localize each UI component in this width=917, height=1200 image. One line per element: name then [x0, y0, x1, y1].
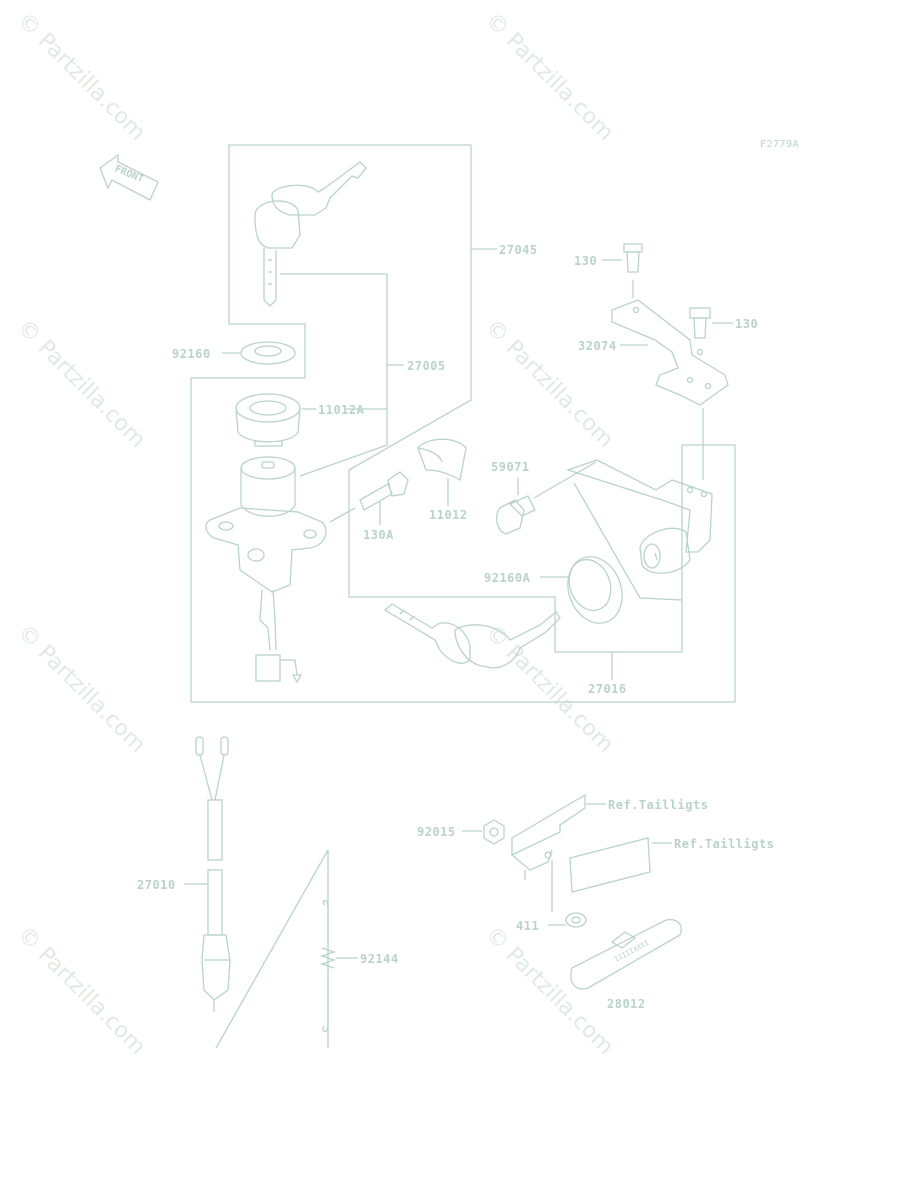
key-set-bottom	[383, 603, 561, 669]
part-label-27005[interactable]: 27005	[407, 359, 446, 373]
part-label-59071[interactable]: 59071	[491, 460, 530, 474]
washer-411	[565, 912, 587, 928]
cap-11012a	[235, 393, 301, 447]
cover-11012	[417, 438, 467, 482]
taillight-bracket	[511, 793, 651, 893]
part-label-28012[interactable]: 28012	[607, 997, 646, 1011]
part-label-92160a[interactable]: 92160A	[484, 571, 531, 585]
part-label-130-right[interactable]: 130	[735, 317, 759, 331]
part-label-130a[interactable]: 130A	[363, 528, 394, 542]
bolt-130-right	[689, 307, 711, 339]
svg-text:IIIIIXXXI: IIIIIXXXI	[613, 939, 650, 964]
part-label-92144[interactable]: 92144	[360, 952, 399, 966]
bracket-32074	[611, 299, 729, 406]
part-label-92015[interactable]: 92015	[417, 825, 456, 839]
spring-92144	[319, 899, 337, 1033]
part-label-27010[interactable]: 27010	[137, 878, 176, 892]
bolt-130-top	[623, 243, 643, 273]
ignition-switch-body	[205, 456, 327, 684]
outline-27045	[190, 144, 736, 703]
part-label-11012a[interactable]: 11012A	[318, 403, 365, 417]
part-label-27045[interactable]: 27045	[499, 243, 538, 257]
reflector-28012: IIIIIXXXI	[570, 919, 682, 990]
ring-92160a	[567, 556, 623, 624]
ring-92160	[240, 341, 296, 365]
part-label-11012[interactable]: 11012	[429, 508, 468, 522]
nut-92015	[483, 819, 505, 845]
part-label-32074[interactable]: 32074	[578, 339, 617, 353]
front-arrow-icon	[99, 153, 159, 201]
seat-lock-assembly	[565, 459, 713, 601]
part-label-411[interactable]: 411	[516, 919, 540, 933]
part-label-ref-taillights-1[interactable]: Ref.Tailligts	[608, 798, 709, 812]
bolt-130a	[359, 471, 409, 511]
key-set-top	[254, 161, 367, 307]
part-label-27016[interactable]: 27016	[588, 682, 627, 696]
part-59071	[495, 495, 536, 535]
part-label-130-top[interactable]: 130	[574, 254, 598, 268]
front-indicator: FRONT	[100, 163, 158, 189]
part-label-ref-taillights-2[interactable]: Ref.Tailligts	[674, 837, 775, 851]
front-label: FRONT	[113, 163, 146, 186]
bracket-27005	[280, 273, 388, 477]
part-label-92160[interactable]: 92160	[172, 347, 211, 361]
wire-lead-27010	[195, 736, 231, 1012]
diagram-code: F2779A	[760, 139, 800, 150]
